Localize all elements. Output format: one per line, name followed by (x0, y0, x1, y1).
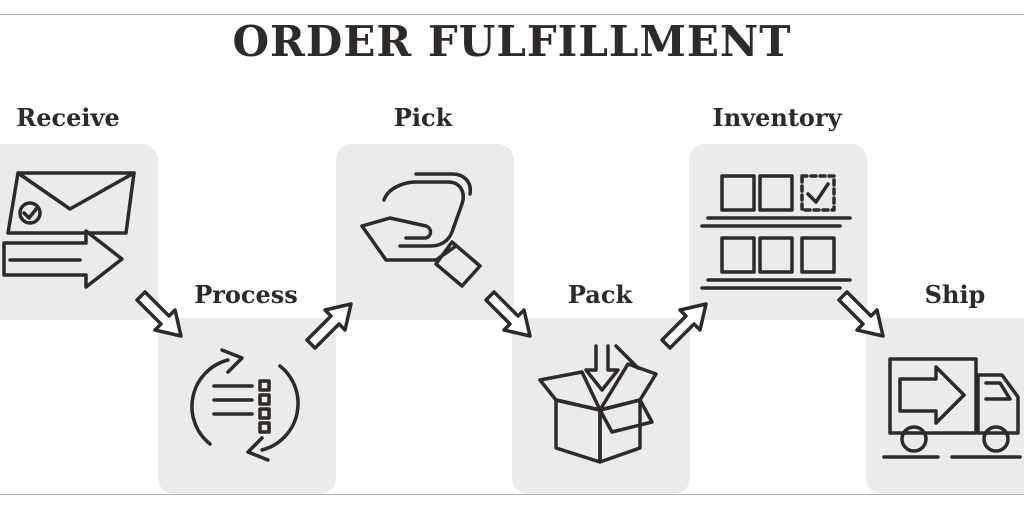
top-divider (0, 14, 1024, 15)
diagram-title: ORDER FULFILLMENT (232, 17, 792, 66)
up-arrow-process-to-pick (305, 302, 353, 350)
open-box-icon (538, 344, 658, 464)
envelope-arrow-icon (2, 171, 136, 289)
step-tile-inventory (689, 144, 867, 320)
step-label-receive: Receive (16, 103, 120, 132)
hand-pick-icon (360, 172, 482, 288)
down-arrow-receive-to-process (135, 290, 183, 338)
step-label-pack: Pack (567, 280, 633, 309)
process-cycle-icon (190, 348, 300, 462)
step-label-inventory: Inventory (712, 103, 842, 132)
delivery-truck-icon (882, 357, 1022, 459)
step-tile-process (158, 318, 336, 494)
up-arrow-pack-to-inventory (660, 302, 708, 350)
step-label-process: Process (194, 280, 298, 309)
inventory-shelves-icon (700, 174, 852, 290)
step-label-pick: Pick (393, 103, 453, 132)
down-arrow-inventory-to-ship (837, 290, 885, 338)
down-arrow-pick-to-pack (484, 290, 532, 338)
step-label-ship: Ship (924, 280, 986, 309)
bottom-divider (0, 494, 1024, 495)
step-tile-ship (866, 318, 1024, 494)
